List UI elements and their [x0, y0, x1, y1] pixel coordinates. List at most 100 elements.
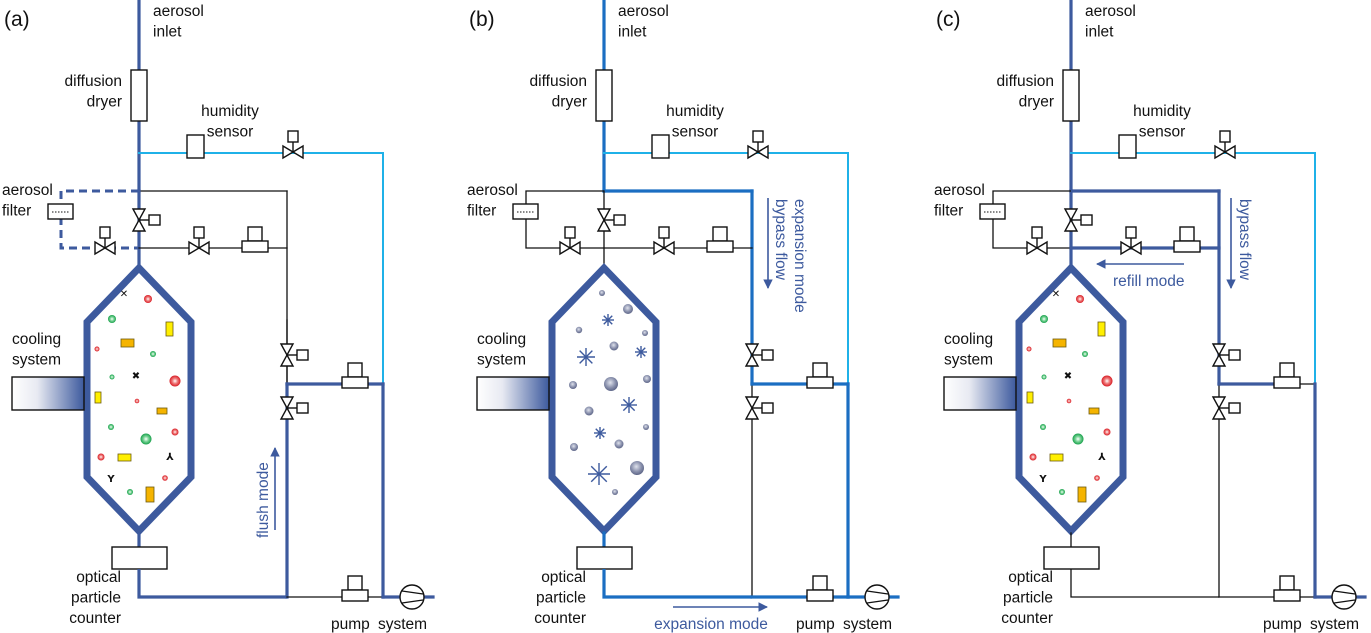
valve-actuator	[564, 226, 576, 239]
expansion-mode-label: expansion mode	[654, 616, 768, 633]
red-droplet	[1101, 375, 1113, 387]
valve-actuator	[1228, 402, 1241, 414]
aerosol-inlet-label-line: inlet	[153, 24, 182, 41]
exhaust-pipe	[602, 569, 752, 599]
ice-crystal-arm	[579, 350, 593, 364]
pump-blade	[401, 590, 424, 595]
flush-mode-label: flush mode	[255, 462, 272, 538]
diffusion-dryer-label-line: diffusion	[65, 73, 122, 90]
optical-particle-counter-label-line: particle	[71, 590, 121, 607]
ice-crystal-icon	[635, 346, 647, 358]
system-label: system	[843, 616, 892, 633]
crystal-particle	[1049, 453, 1064, 462]
aerosol-filter-label-line: filter	[467, 203, 496, 220]
valve-actuator	[287, 130, 299, 143]
valve-actuator	[99, 226, 111, 239]
red-droplet	[171, 428, 179, 436]
ice-droplet	[604, 377, 618, 391]
valve-icon	[1214, 130, 1236, 160]
pump-blade	[1333, 590, 1356, 595]
diffusion-dryer-label-line: diffusion	[530, 73, 587, 90]
flow-controller-base	[341, 589, 369, 602]
optical-particle-counter-label-line: optical	[76, 569, 121, 586]
ice-droplet	[642, 330, 648, 336]
aerosol-inlet-label-line: aerosol	[1085, 3, 1136, 20]
bypass-flow-label: bypass flow	[772, 199, 789, 281]
red-droplet	[1026, 346, 1032, 352]
red-droplet	[134, 398, 140, 404]
bypass-flow-label: bypass flow	[1236, 199, 1253, 281]
pump-blade	[401, 599, 424, 604]
red-droplet	[1076, 295, 1084, 303]
green-droplet	[140, 433, 152, 445]
red-droplet	[94, 346, 100, 352]
optical-particle-counter-label-line: particle	[1003, 590, 1053, 607]
ice-crystal-icon	[588, 463, 610, 485]
valve-icon	[1063, 208, 1093, 232]
flow-controller-base	[806, 376, 834, 389]
ice-droplet	[584, 406, 594, 416]
diffusion-dryer-label-line: dryer	[1019, 94, 1054, 111]
aerosol-inlet-label-line: inlet	[618, 24, 647, 41]
crystal-particle	[117, 453, 132, 462]
valve-icon	[282, 130, 304, 160]
aerosol-inlet-label-line: inlet	[1085, 24, 1114, 41]
ice-droplet	[599, 290, 605, 296]
green-droplet	[1082, 351, 1088, 357]
flow-controller-head	[712, 226, 728, 242]
valve-actuator	[761, 402, 774, 414]
ice-droplet	[643, 375, 651, 383]
ice-crystal-icon	[621, 397, 637, 413]
ice-droplet	[575, 326, 583, 334]
soot-particle: ✕	[120, 289, 128, 300]
pump-icon	[399, 584, 425, 610]
flow-controller-head	[1279, 575, 1295, 591]
chamber-particles: ✕✖⅄Y	[94, 289, 181, 503]
diffusion-dryer-label-line: dryer	[87, 94, 122, 111]
valve-icon	[1026, 226, 1048, 256]
soot-particle: Y	[1038, 474, 1047, 485]
pump-blade	[866, 590, 889, 595]
pump-label: pump	[331, 616, 370, 633]
valve-actuator	[752, 130, 764, 143]
cloud-chamber	[548, 262, 660, 537]
flow-controller-head	[812, 575, 828, 591]
flow-controller-head	[812, 362, 828, 378]
green-droplet	[108, 424, 114, 430]
cooling-system	[943, 376, 1017, 411]
diffusion-dryer-label-line: diffusion	[997, 73, 1054, 90]
red-droplet	[1094, 475, 1100, 481]
flow-controller-head	[1279, 362, 1295, 378]
pump-icon	[1331, 584, 1357, 610]
flow-controller-icon	[1273, 575, 1301, 602]
pump-circle	[399, 584, 425, 610]
flow-controller-base	[1173, 240, 1201, 253]
valve-icon	[1211, 396, 1241, 420]
red-droplet	[1029, 453, 1037, 461]
valve-icon	[653, 226, 675, 256]
refill-mode-label: refill mode	[1113, 273, 1185, 290]
ice-droplet	[609, 341, 619, 351]
flow-controller-base	[241, 240, 269, 253]
ice-crystal-arm	[636, 347, 646, 357]
valve-actuator	[1219, 130, 1231, 143]
pump-icon	[864, 584, 890, 610]
ice-droplet	[612, 489, 618, 495]
green-droplet	[1072, 433, 1084, 445]
valve-icon	[188, 226, 210, 256]
pump-blade	[866, 599, 889, 604]
pump-circle	[864, 584, 890, 610]
humidity-sensor-label-line: sensor	[672, 124, 719, 141]
valve-actuator	[296, 349, 309, 361]
ice-droplet	[643, 424, 649, 430]
flow-controller-icon	[1273, 362, 1301, 389]
crystal-particle	[1052, 338, 1067, 348]
pump-label: pump	[796, 616, 835, 633]
soot-particle: ✕	[1052, 289, 1060, 300]
